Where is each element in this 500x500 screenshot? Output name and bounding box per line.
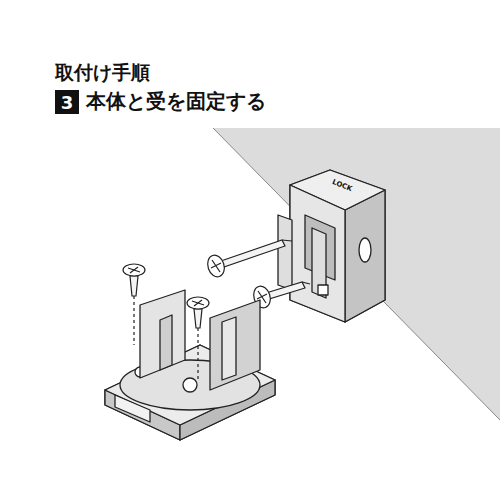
short-screws	[123, 264, 209, 380]
main-body	[278, 170, 385, 322]
title: 取付け手順	[55, 60, 150, 86]
long-screws	[205, 240, 310, 310]
step-number: 3	[61, 92, 74, 113]
receiver-part	[105, 290, 275, 440]
step-number-box: 3	[55, 90, 79, 114]
step-heading: 本体と受を固定する	[86, 88, 266, 115]
